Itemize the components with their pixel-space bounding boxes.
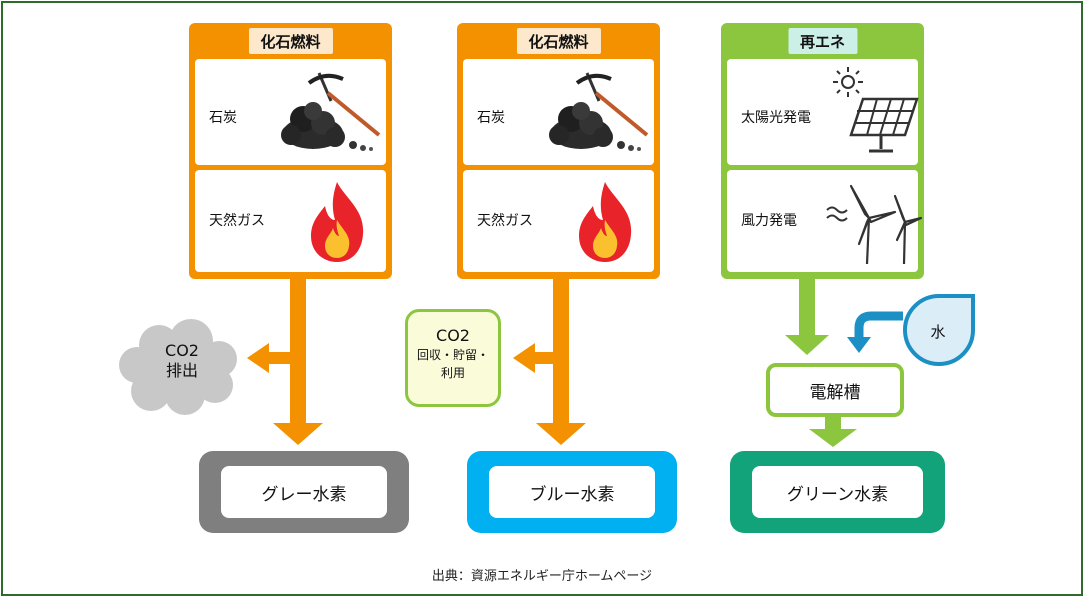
source-card-coal: 石炭 — [195, 59, 386, 165]
water-label: 水 — [930, 323, 946, 341]
wind-turbine-icon — [826, 184, 923, 265]
solar-panel-icon — [849, 97, 919, 153]
column-header: 化石燃料 — [248, 28, 333, 54]
source-card-wind: 風力発電 — [727, 170, 923, 272]
output-green-hydrogen: グリーン水素 — [730, 451, 945, 533]
column-fossil-blue: 化石燃料 石炭 天然ガス — [457, 23, 660, 279]
coal-pickaxe-icon — [281, 72, 381, 151]
source-label-gas: 天然ガス — [477, 213, 533, 229]
output-label-green: グリーン水素 — [752, 466, 923, 518]
source-label-coal: 石炭 — [209, 110, 237, 126]
output-label-gray: グレー水素 — [221, 466, 387, 518]
column-renewable: 再エネ 太陽光発電 — [721, 23, 924, 279]
column-fossil-gray: 化石燃料 石炭 天然ガス — [189, 23, 392, 279]
source-label-gas: 天然ガス — [209, 213, 265, 229]
ccus-box: CO2 回収・貯留・ 利用 — [405, 309, 501, 407]
source-label-wind: 風力発電 — [741, 213, 797, 229]
ccus-title: CO2 — [436, 326, 470, 345]
electrolyzer-label: 電解槽 — [809, 382, 861, 403]
coal-pickaxe-icon — [549, 72, 649, 151]
source-card-gas: 天然ガス — [195, 170, 386, 272]
flame-icon — [579, 182, 632, 262]
column-header: 化石燃料 — [516, 28, 601, 54]
water-drop-icon — [903, 294, 975, 366]
source-card-gas: 天然ガス — [463, 170, 654, 272]
output-gray-hydrogen: グレー水素 — [199, 451, 409, 533]
co2-emission-label: CO2 排出 — [149, 341, 215, 381]
source-card-coal: 石炭 — [463, 59, 654, 165]
flow-arrows — [247, 279, 903, 447]
column-header: 再エネ — [787, 28, 858, 54]
cloud-icon — [119, 319, 237, 415]
co2-emission-line1: CO2 — [165, 341, 199, 360]
source-card-solar: 太陽光発電 — [727, 59, 919, 165]
source-label-solar: 太陽光発電 — [741, 110, 811, 126]
output-blue-hydrogen: ブルー水素 — [467, 451, 677, 533]
source-label-coal: 石炭 — [477, 110, 505, 126]
electrolyzer-box: 電解槽 — [766, 363, 904, 417]
co2-emission-line2: 排出 — [165, 361, 198, 380]
flame-icon — [311, 182, 364, 262]
ccus-line3: 利用 — [440, 366, 465, 380]
sun-icon — [833, 67, 863, 97]
ccus-line2: 回収・貯留・ — [416, 348, 489, 362]
output-label-blue: ブルー水素 — [489, 466, 655, 518]
source-note: 出典：資源エネルギー庁ホームページ — [431, 569, 653, 584]
